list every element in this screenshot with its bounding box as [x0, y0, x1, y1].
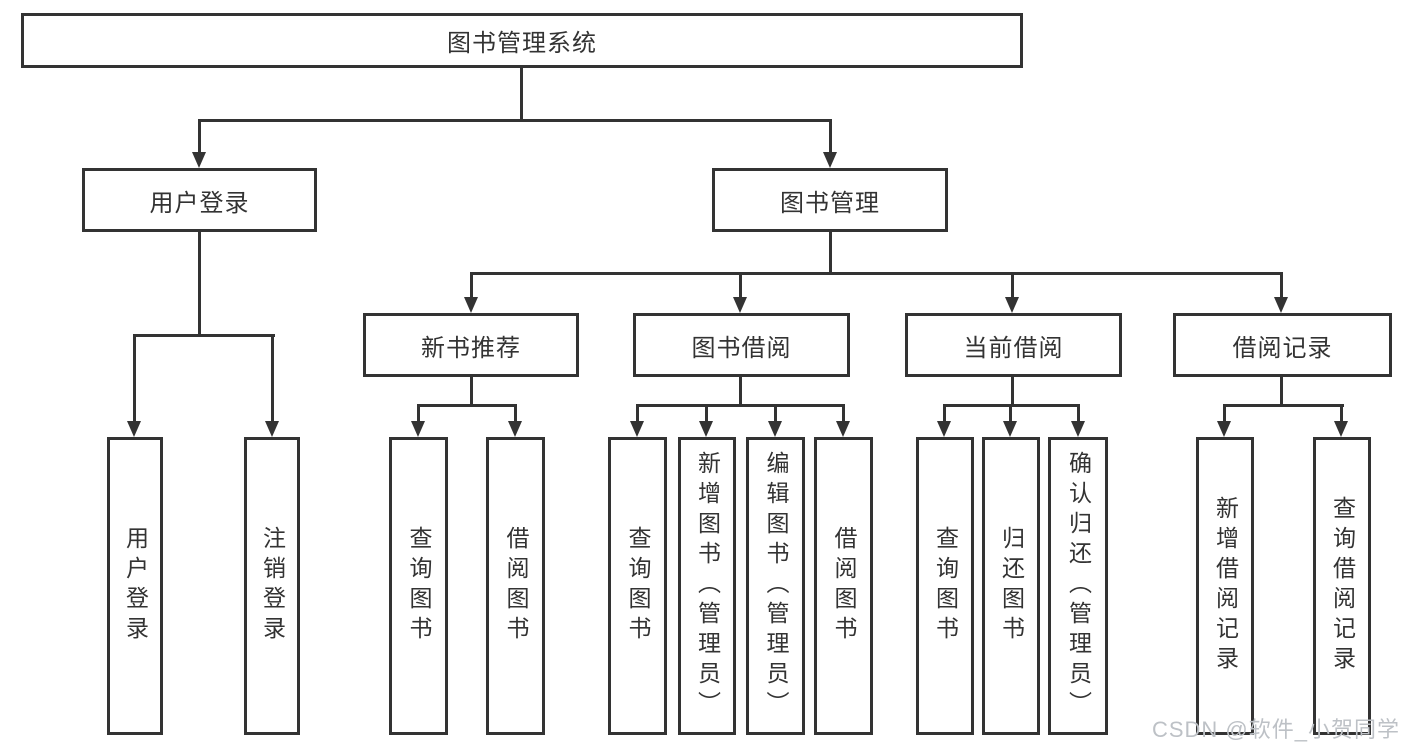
- arrow-down-icon: [937, 421, 951, 437]
- connector: [1223, 404, 1226, 422]
- connector: [1340, 404, 1343, 422]
- node-borrow-records: 借阅记录: [1173, 313, 1392, 377]
- connector: [470, 377, 473, 407]
- connector: [470, 272, 473, 298]
- connector: [1011, 377, 1014, 407]
- connector: [705, 404, 708, 422]
- leaf-confirm-return-admin-label: 确认归还（管理员）: [1065, 451, 1092, 721]
- arrow-down-icon: [127, 421, 141, 437]
- leaf-query-books-3-label: 查询图书: [932, 526, 959, 646]
- connector: [133, 334, 275, 337]
- leaf-borrow-books-1-label: 借阅图书: [503, 526, 529, 646]
- leaf-logout-label: 注销登录: [259, 526, 286, 646]
- leaf-add-borrow-record-label: 新增借阅记录: [1212, 496, 1239, 676]
- connector: [1011, 272, 1014, 298]
- connector: [514, 404, 517, 422]
- arrow-down-icon: [1274, 297, 1288, 313]
- node-new-book-recommend-label: 新书推荐: [421, 334, 521, 362]
- node-root-label: 图书管理系统: [447, 30, 597, 57]
- leaf-query-books-2-label: 查询图书: [625, 526, 651, 646]
- leaf-query-books-1-label: 查询图书: [406, 526, 432, 646]
- node-new-book-recommend: 新书推荐: [363, 313, 579, 377]
- leaf-edit-books-admin: 编辑图书（管理员）: [746, 437, 805, 735]
- connector: [774, 404, 777, 422]
- connector: [520, 68, 523, 120]
- arrow-down-icon: [508, 421, 522, 437]
- connector: [1009, 404, 1012, 422]
- connector: [1280, 272, 1283, 298]
- arrow-down-icon: [192, 152, 206, 168]
- node-root: 图书管理系统: [21, 13, 1023, 68]
- arrow-down-icon: [836, 421, 850, 437]
- leaf-query-books-2: 查询图书: [608, 437, 667, 735]
- arrow-down-icon: [823, 152, 837, 168]
- arrow-down-icon: [411, 421, 425, 437]
- connector: [470, 272, 1282, 275]
- leaf-add-books-admin-label: 新增图书（管理员）: [694, 451, 721, 721]
- leaf-borrow-books-2: 借阅图书: [814, 437, 873, 735]
- connector: [739, 377, 742, 407]
- leaf-query-books-1: 查询图书: [389, 437, 448, 735]
- node-borrow-records-label: 借阅记录: [1232, 334, 1333, 362]
- connector: [842, 404, 845, 422]
- node-book-borrow-label: 图书借阅: [691, 334, 792, 362]
- connector: [271, 334, 274, 422]
- connector: [198, 119, 832, 122]
- connector: [1077, 404, 1080, 422]
- leaf-confirm-return-admin: 确认归还（管理员）: [1048, 437, 1108, 735]
- node-user-login: 用户登录: [82, 168, 317, 232]
- connector: [417, 404, 420, 422]
- arrow-down-icon: [1005, 297, 1019, 313]
- arrow-down-icon: [768, 421, 782, 437]
- connector: [198, 119, 201, 154]
- leaf-borrow-books-2-label: 借阅图书: [831, 526, 857, 646]
- connector: [636, 404, 845, 407]
- node-current-borrow: 当前借阅: [905, 313, 1122, 377]
- leaf-query-borrow-record: 查询借阅记录: [1313, 437, 1371, 735]
- node-current-borrow-label: 当前借阅: [963, 334, 1064, 362]
- leaf-return-books-label: 归还图书: [998, 526, 1025, 646]
- leaf-return-books: 归还图书: [982, 437, 1040, 735]
- node-book-management: 图书管理: [712, 168, 948, 232]
- node-book-borrow: 图书借阅: [633, 313, 850, 377]
- connector: [829, 119, 832, 154]
- connector: [198, 232, 201, 335]
- leaf-borrow-books-1: 借阅图书: [486, 437, 545, 735]
- arrow-down-icon: [1334, 421, 1348, 437]
- leaf-query-books-3: 查询图书: [916, 437, 974, 735]
- node-user-login-label: 用户登录: [149, 189, 250, 217]
- arrow-down-icon: [1003, 421, 1017, 437]
- arrow-down-icon: [699, 421, 713, 437]
- connector: [417, 404, 517, 407]
- watermark: CSDN @软件_小贺同学: [1151, 717, 1400, 742]
- leaf-query-borrow-record-label: 查询借阅记录: [1329, 496, 1356, 676]
- arrow-down-icon: [630, 421, 644, 437]
- connector: [1223, 404, 1344, 407]
- connector: [133, 334, 136, 422]
- arrow-down-icon: [265, 421, 279, 437]
- leaf-edit-books-admin-label: 编辑图书（管理员）: [763, 451, 789, 721]
- connector: [739, 272, 742, 298]
- leaf-user-login: 用户登录: [107, 437, 163, 735]
- leaf-add-books-admin: 新增图书（管理员）: [678, 437, 736, 735]
- leaf-logout: 注销登录: [244, 437, 300, 735]
- leaf-add-borrow-record: 新增借阅记录: [1196, 437, 1254, 735]
- connector: [829, 232, 832, 274]
- arrow-down-icon: [733, 297, 747, 313]
- leaf-user-login-label: 用户登录: [122, 526, 149, 646]
- connector: [636, 404, 639, 422]
- arrow-down-icon: [1217, 421, 1231, 437]
- connector: [943, 404, 946, 422]
- node-book-management-label: 图书管理: [780, 189, 880, 217]
- connector: [1280, 377, 1283, 407]
- arrow-down-icon: [1071, 421, 1085, 437]
- arrow-down-icon: [464, 297, 478, 313]
